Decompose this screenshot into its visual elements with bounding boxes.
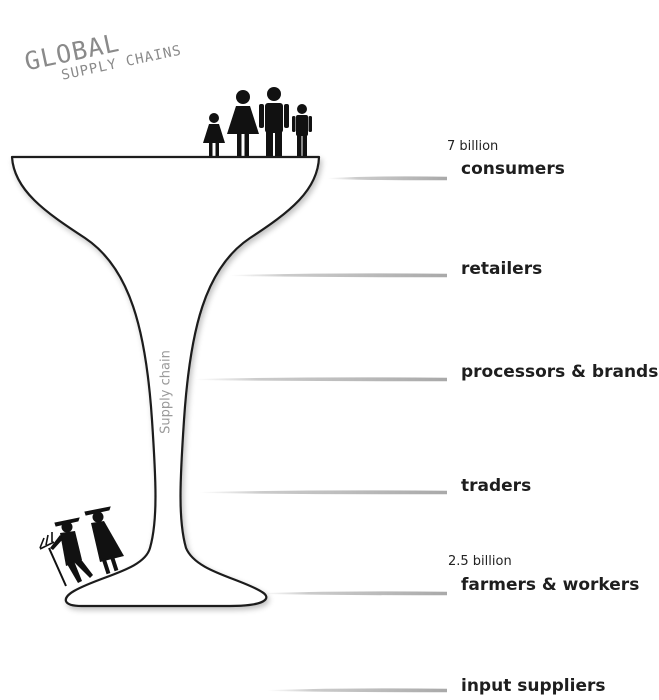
leader-line-3 [200,490,447,495]
family-icon [203,87,312,156]
stage-count: 7 billion [447,139,499,154]
stage-count: 2.5 billion [448,554,512,569]
leader-line-0 [328,176,447,181]
stage-leader-lines [195,176,447,693]
stage-label: traders [461,476,532,496]
leader-line-1 [230,273,447,278]
stage-label: input suppliers [461,676,606,696]
stage-label: farmers & workers [461,575,640,595]
supply-chain-axis-label: Supply chain [158,350,174,434]
leader-line-2 [195,377,447,382]
leader-line-4 [262,591,447,596]
leader-line-5 [268,688,447,693]
farmers-icon [39,506,124,587]
stage-label: retailers [461,259,543,279]
stage-label: consumers [461,159,565,179]
supply-chain-funnel [10,155,321,608]
stage-label: processors & brands [461,362,659,382]
